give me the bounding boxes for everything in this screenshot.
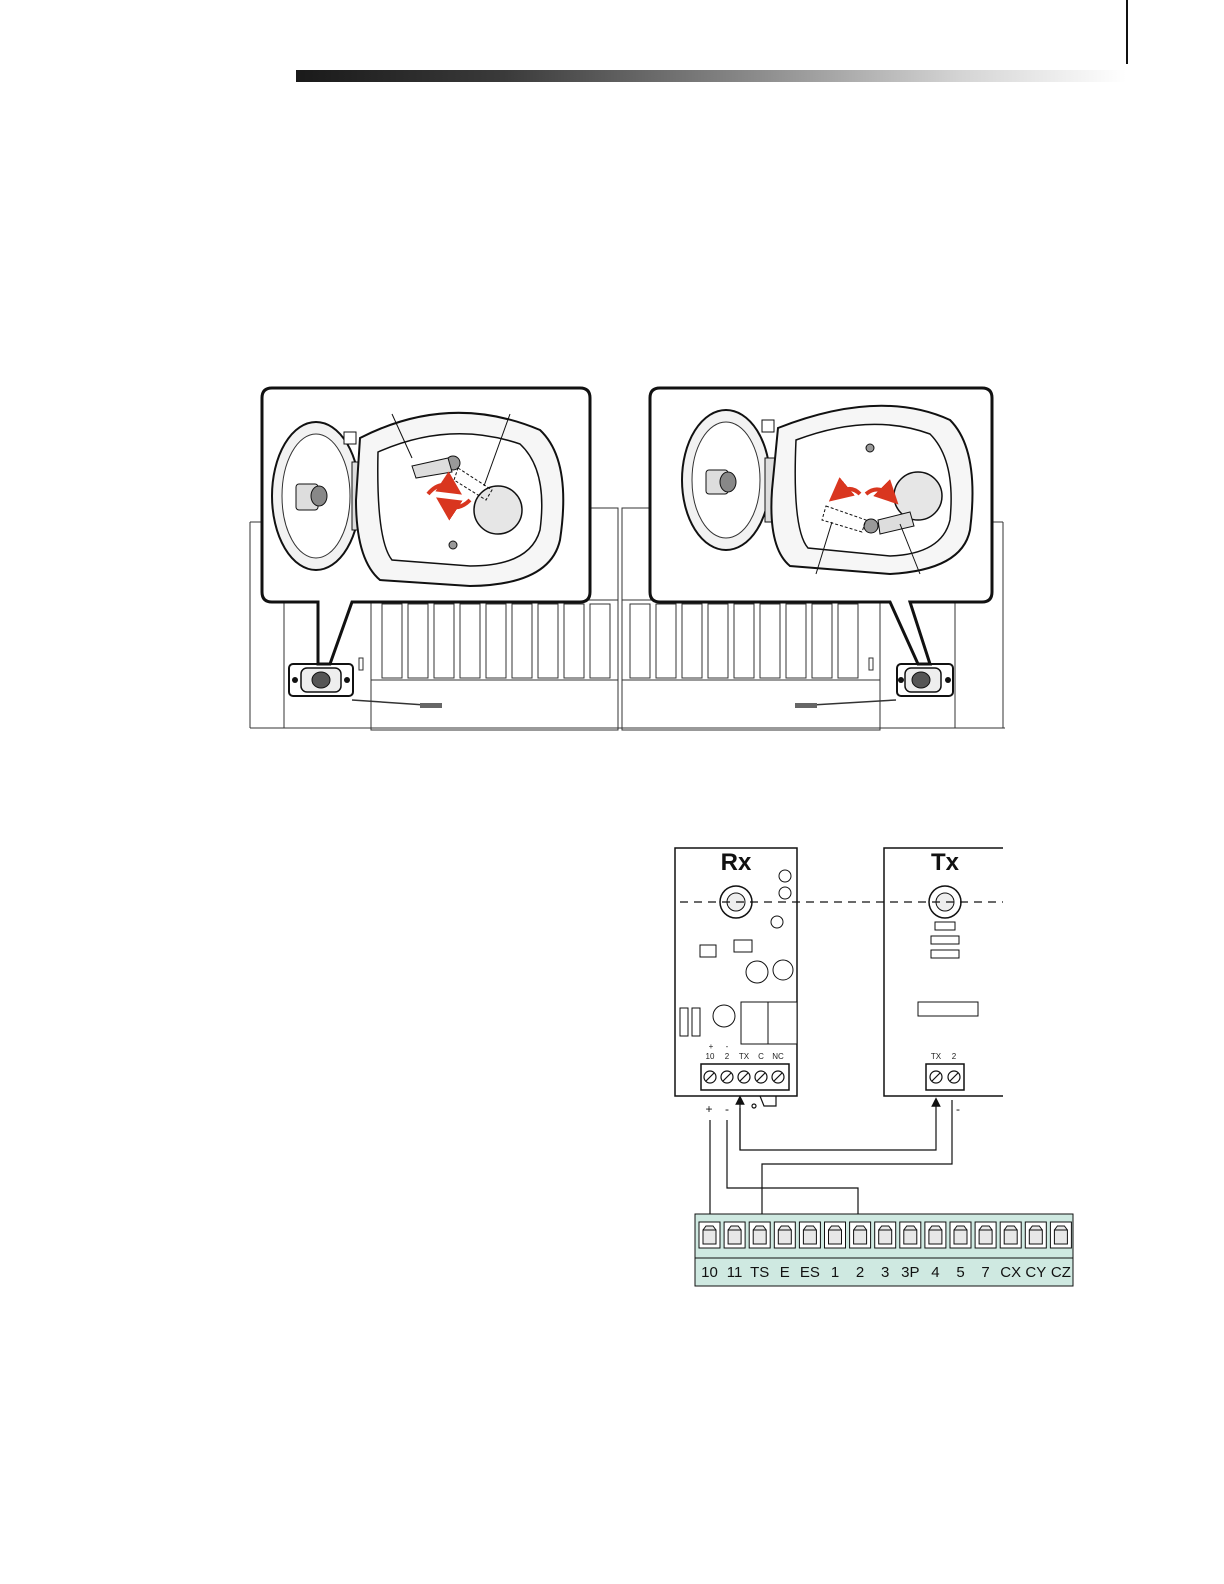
terminal-label: 7 xyxy=(981,1264,989,1281)
terminal-screw xyxy=(929,1226,942,1244)
terminal-screw xyxy=(1029,1226,1042,1244)
terminal-screw xyxy=(803,1226,816,1244)
terminal-label: 3 xyxy=(881,1264,889,1281)
rx-term-label: NC xyxy=(772,1052,784,1061)
rx-term-label: 2 xyxy=(725,1052,730,1061)
rx-term-label: 10 xyxy=(706,1052,715,1061)
rx-plus-label: + xyxy=(709,1042,714,1051)
terminal-label: 5 xyxy=(956,1264,964,1281)
terminal-screw xyxy=(728,1226,741,1244)
terminal-label: ES xyxy=(800,1264,820,1281)
gate-diagram xyxy=(248,382,1008,738)
terminal-screw xyxy=(1004,1226,1017,1244)
rx-wire-plus: + xyxy=(705,1102,712,1116)
terminal-cells xyxy=(699,1222,1071,1248)
tx-term-label: 2 xyxy=(952,1052,957,1061)
terminal-screw xyxy=(879,1226,892,1244)
terminal-screw xyxy=(703,1226,716,1244)
gate-bars-right xyxy=(630,604,858,678)
tx-wire-minus: - xyxy=(956,1102,960,1116)
terminal-label: E xyxy=(780,1264,790,1281)
gate-bars-left xyxy=(382,604,610,678)
terminal-label: CZ xyxy=(1051,1264,1071,1281)
tx-board: Tx TX 2 xyxy=(884,848,1003,1096)
terminal-screw xyxy=(753,1226,766,1244)
rx-board: Rx + - 10 2 TX C NC xyxy=(675,848,797,1096)
terminal-label: 2 xyxy=(856,1264,864,1281)
page-corner-mark xyxy=(1126,0,1128,64)
terminal-label: 10 xyxy=(701,1264,718,1281)
terminal-label: CX xyxy=(1000,1264,1021,1281)
terminal-screw xyxy=(1054,1226,1067,1244)
terminal-label: TS xyxy=(750,1264,769,1281)
header-gradient-bar xyxy=(296,70,1126,82)
rx-wire-minus: - xyxy=(725,1102,729,1116)
rx-title: Rx xyxy=(721,849,752,876)
rx-term-label: C xyxy=(758,1052,764,1061)
terminal-screw xyxy=(954,1226,967,1244)
terminal-label: 4 xyxy=(931,1264,939,1281)
tx-title: Tx xyxy=(931,849,960,876)
terminal-screw xyxy=(778,1226,791,1244)
terminal-screw xyxy=(829,1226,842,1244)
rx-minus-label: - xyxy=(726,1042,729,1051)
terminal-screw xyxy=(904,1226,917,1244)
terminal-screw xyxy=(979,1226,992,1244)
rx-term-label: TX xyxy=(739,1052,750,1061)
terminal-label: 11 xyxy=(727,1264,743,1281)
tx-term-label: TX xyxy=(931,1052,942,1061)
photocell-wiring-diagram: Rx + - 10 2 TX C NC Tx xyxy=(670,840,1080,1290)
terminal-label: 1 xyxy=(831,1264,839,1281)
terminal-label: CY xyxy=(1025,1264,1046,1281)
terminal-label: 3P xyxy=(901,1264,919,1281)
wiring xyxy=(710,1096,952,1230)
terminal-screw xyxy=(854,1226,867,1244)
